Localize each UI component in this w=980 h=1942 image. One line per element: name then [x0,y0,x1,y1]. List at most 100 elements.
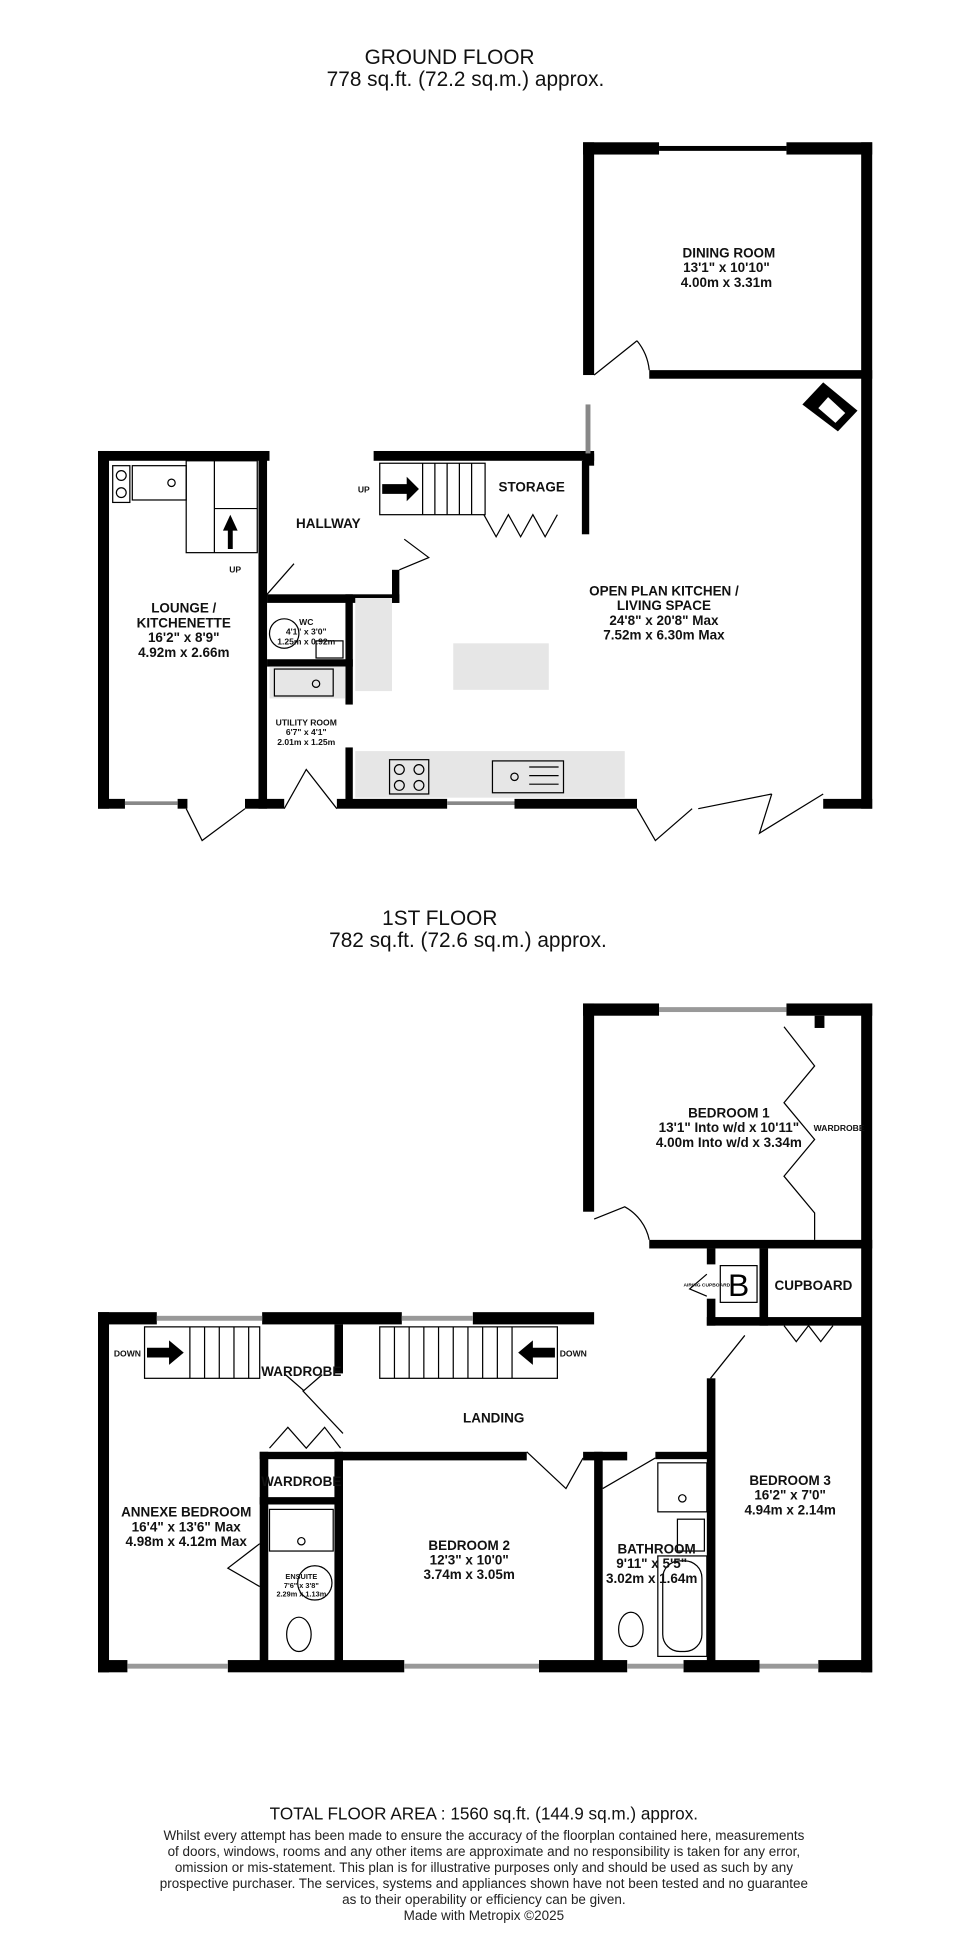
dining-door[interactable] [593,340,650,376]
wardrobe-annexe-upper-doors[interactable] [285,1374,323,1392]
sink-icon [491,760,565,794]
wardrobe2-name: WARDROBE [261,1364,341,1379]
hob-icon [388,759,430,795]
kitchen-name-1: OPEN PLAN KITCHEN / [589,584,739,599]
bedroom1-name: BEDROOM 1 [688,1105,770,1120]
kitchen-name-2: LIVING SPACE [617,598,711,613]
ground-floor-area: 778 sq.ft. (72.2 sq.m.) approx. [327,68,605,91]
footer: TOTAL FLOOR AREA : 1560 sq.ft. (144.9 sq… [160,1803,808,1922]
ensuite-name: ENSUITE [285,1572,317,1581]
kitchenette-sink-icon [112,465,187,504]
lounge-metric: 4.92m x 2.66m [138,645,229,660]
storage-name: STORAGE [498,479,564,494]
annexe-name: ANNEXE BEDROOM [121,1505,251,1520]
bathroom-door[interactable] [602,1457,656,1490]
storage-doors[interactable] [483,513,558,538]
arrow-left-icon [518,1340,555,1365]
wardrobe-annexe-lower-doors[interactable] [269,1426,342,1450]
front-door-lounge[interactable] [185,808,246,842]
bedroom3-name: BEDROOM 3 [749,1473,831,1488]
arrow-up-icon [222,514,238,549]
wardrobe3-name: WARDROBE [261,1474,341,1489]
boiler-label: B [728,1267,749,1303]
fireplace-icon [802,382,858,432]
utility-door[interactable] [283,768,338,810]
ensuite-imperial: 7'6" x 3'8" [284,1581,319,1590]
wc-imperial: 4'1" x 3'0" [286,627,327,637]
wc-metric: 1.25m x 0.92m [277,637,335,647]
utility-name: UTILITY ROOM [276,717,337,727]
lounge-name-2: KITCHENETTE [137,615,231,630]
utility-sink-icon [269,666,346,699]
kitchen-imperial: 24'8" x 20'8" Max [609,613,719,628]
hallway-door[interactable] [399,538,430,571]
stair-label-down-landing: DOWN [560,1348,587,1358]
disclaimer-line-2: of doors, windows, rooms and any other i… [168,1844,801,1859]
first-floor-area: 782 sq.ft. (72.6 sq.m.) approx. [329,929,607,952]
patio-door[interactable] [636,808,693,842]
stairs-hallway [379,462,486,516]
ground-floor: GROUND FLOOR 778 sq.ft. (72.2 sq.m.) app… [98,46,873,842]
lounge-imperial: 16'2" x 8'9" [148,630,220,645]
dining-room-name: DINING ROOM [682,245,775,260]
lounge-name-1: LOUNGE / [151,601,216,616]
bathroom-imperial: 9'11" x 5'5" [616,1556,687,1571]
counter [355,597,392,692]
bedroom2-metric: 3.74m x 3.05m [423,1567,514,1582]
toilet-bathroom-icon [618,1611,644,1648]
ensuite-metric: 2.29m x 1.13m [276,1589,326,1598]
stair-label-up-lounge: UP [229,564,241,574]
wc-door[interactable] [266,563,295,595]
kitchen-island [453,643,549,690]
disclaimer-line-5: as to their operability or efficiency ca… [342,1892,626,1907]
bathroom-name: BATHROOM [617,1541,695,1556]
bath-icon [657,1518,708,1658]
total-floor-area: TOTAL FLOOR AREA : 1560 sq.ft. (144.9 sq… [270,1803,698,1823]
utility-metric: 2.01m x 1.25m [277,737,335,747]
airing-door[interactable] [688,1273,708,1297]
bedroom1-imperial: 13'1" Into w/d x 10'11" [659,1120,799,1135]
arrow-right-icon [382,476,419,502]
disclaimer-line-3: omission or mis-statement. This plan is … [175,1860,793,1875]
stairs-annexe [143,1326,261,1379]
first-floor-title: 1ST FLOOR [382,907,497,930]
stair-label-down-annexe: DOWN [114,1348,141,1358]
disclaimer-line-1: Whilst every attempt has been made to en… [163,1828,804,1843]
hallway-name: HALLWAY [296,516,361,531]
wardrobe-doors[interactable] [783,1026,816,1240]
bedroom2-imperial: 12'3" x 10'0" [430,1553,509,1568]
bedroom2-door[interactable] [526,1451,584,1490]
dining-room-metric: 4.00m x 3.31m [681,275,772,290]
wc-name: WC [299,617,313,627]
stairs-landing [379,1326,558,1379]
stairs-lounge [185,460,258,554]
first-floor: 1ST FLOOR 782 sq.ft. (72.6 sq.m.) approx… [98,907,873,1673]
boiler-icon [719,1265,758,1303]
wc-toilet-icon [268,618,344,659]
ensuite-door[interactable] [226,1543,261,1588]
credit: Made with Metropix ©2025 [404,1908,564,1923]
ensuite-shower-icon [268,1508,334,1653]
bedroom3-door[interactable] [710,1335,746,1379]
bathroom-metric: 3.02m x 1.64m [606,1571,697,1586]
cupboard-doors[interactable] [783,1324,834,1343]
annexe-door[interactable] [302,1390,344,1434]
bedroom1-door[interactable] [593,1206,650,1241]
stair-label-up-hallway: UP [358,485,370,495]
landing-name: LANDING [463,1410,524,1425]
bifold-doors[interactable] [698,793,824,835]
annexe-metric: 4.98m x 4.12m Max [126,1534,248,1549]
shower-icon [657,1462,708,1513]
cupboard-name: CUPBOARD [774,1278,852,1293]
ground-walls [98,142,873,809]
wardrobe1-name: WARDROBE [814,1123,865,1133]
kitchen-metric: 7.52m x 6.30m Max [603,628,725,643]
arrow-right-icon [147,1340,184,1365]
dining-room-imperial: 13'1" x 10'10" [683,260,770,275]
airing-cupboard-name: AIRING CUPBOARD [683,1282,730,1288]
annexe-imperial: 16'4" x 13'6" Max [132,1519,242,1534]
bedroom3-metric: 4.94m x 2.14m [744,1502,835,1517]
bedroom2-name: BEDROOM 2 [428,1538,510,1553]
bedroom1-metric: 4.00m Into w/d x 3.34m [656,1135,802,1150]
utility-imperial: 6'7" x 4'1" [286,727,327,737]
